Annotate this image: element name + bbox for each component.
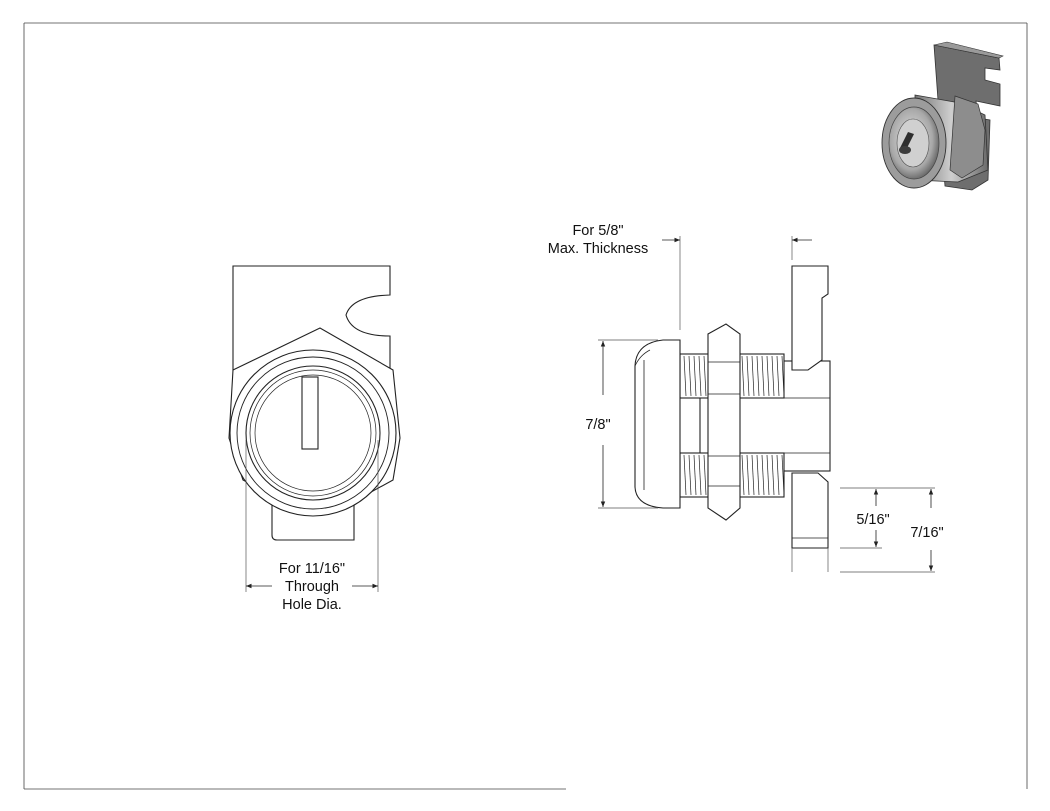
hex-nut-side [707, 323, 741, 521]
thickness-label-line-1: For 5/8" [572, 223, 623, 239]
height-dimension-label: 7/8" [585, 417, 610, 433]
thread-tooth [683, 454, 687, 496]
thread-tooth [771, 355, 775, 397]
thread-tooth [688, 454, 692, 496]
thread-tooth [698, 454, 702, 496]
cam-upper [791, 265, 829, 371]
thread-tooth [746, 454, 750, 496]
cam-extension-lines [791, 487, 935, 573]
thread-tooth [771, 454, 775, 496]
cam-lock-3d-icon [881, 41, 1004, 191]
sheet-border [23, 22, 1028, 790]
thread-tooth [698, 355, 702, 397]
through-hole-extension-lines [245, 440, 379, 592]
thread-tooth [741, 454, 745, 496]
thread-tooth [741, 355, 745, 397]
thread-tooth [693, 454, 697, 496]
cam-outer-dimension-label: 7/16" [910, 525, 943, 541]
thread-tooth [761, 454, 765, 496]
thread-tooth [746, 355, 750, 397]
cam-plate-top [232, 265, 391, 371]
thread-tooth [683, 355, 687, 397]
thread-tooth [751, 355, 755, 397]
front-view [228, 265, 401, 592]
thickness-extension [679, 236, 793, 330]
height-dimension-line [598, 339, 658, 509]
thread-tooth [756, 454, 760, 496]
thread-tooth [781, 355, 785, 397]
through-hole-label-line-1: For 11/16" [279, 561, 345, 577]
through-hole-label-line-3: Hole Dia. [282, 597, 342, 613]
thread-tooth [776, 454, 780, 496]
thread-tooth [751, 454, 755, 496]
thread-tooth [688, 355, 692, 397]
cam-inner-dimension-label: 5/16" [856, 512, 889, 528]
thread-tooth [761, 355, 765, 397]
cam-lower [791, 472, 829, 549]
thread-teeth [683, 355, 785, 496]
through-hole-label-line-2: Through [285, 579, 339, 595]
thread-tooth [756, 355, 760, 397]
side-view [598, 236, 935, 573]
thickness-label-line-2: Max. Thickness [548, 241, 648, 257]
thread-tooth [766, 355, 770, 397]
thread-tooth [781, 454, 785, 496]
thread-tooth [703, 454, 707, 496]
thread-tooth [766, 454, 770, 496]
plug-head [634, 339, 681, 509]
thread-tooth [693, 355, 697, 397]
keyway-slot [301, 376, 319, 450]
thread-tooth [776, 355, 780, 397]
thread-tooth [703, 355, 707, 397]
